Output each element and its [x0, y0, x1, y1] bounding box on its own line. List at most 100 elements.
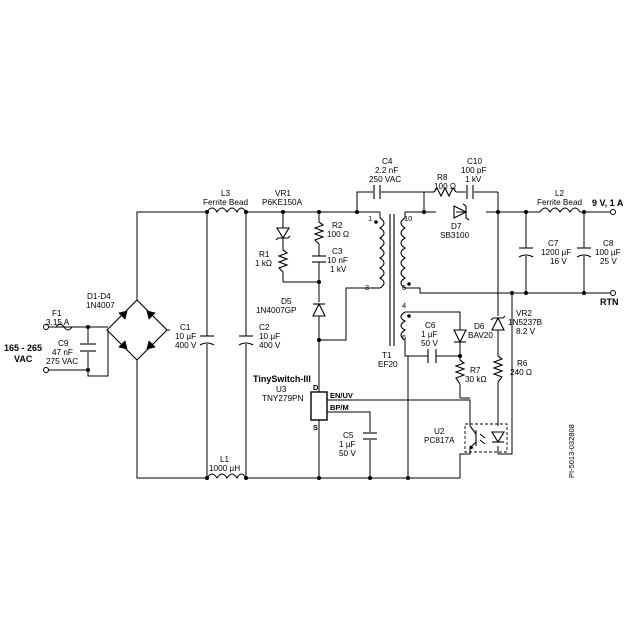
resistor-r2 — [313, 221, 325, 245]
u2-ref: U2 — [434, 427, 445, 436]
c4-ref: C4 — [382, 157, 393, 166]
input-voltage-unit: VAC — [14, 354, 33, 364]
zener-vr1 — [275, 227, 291, 241]
c6-value: 1 µF — [421, 330, 438, 339]
resistor-r1 — [277, 249, 289, 273]
pin-1: 1 — [368, 214, 372, 223]
l3-ref: L3 — [221, 189, 231, 198]
c7-ref: C7 — [548, 239, 559, 248]
c1-rating: 400 V — [175, 341, 197, 350]
c10-ref: C10 — [467, 157, 482, 166]
capacitor-c5 — [363, 432, 377, 440]
c4-value: 2.2 nF — [375, 166, 398, 175]
d1-d4-ref: D1-D4 — [87, 292, 111, 301]
c2-ref: C2 — [259, 323, 270, 332]
bridge-rectifier-d1-d4 — [106, 299, 170, 361]
inductor-l1 — [206, 473, 247, 480]
c6-ref: C6 — [425, 321, 436, 330]
d5-value: 1N4007GP — [256, 306, 297, 315]
d6-value: BAV20 — [468, 331, 493, 340]
c9-rating: 275 VAC — [46, 357, 78, 366]
capacitor-c6 — [427, 349, 437, 363]
u3-pin-d: D — [313, 383, 319, 392]
c9-value: 47 nF — [52, 348, 73, 357]
d7-ref: D7 — [451, 222, 462, 231]
fuse-f1 — [55, 323, 73, 331]
c4-rating: 250 VAC — [369, 175, 401, 184]
l2-value: Ferrite Bead — [537, 198, 582, 207]
f1-value: 3.15 A — [46, 318, 70, 327]
r8-ref: R8 — [437, 173, 448, 182]
u3-value: TNY279PN — [262, 394, 303, 403]
capacitor-c2 — [238, 335, 254, 346]
input-voltage-label: 165 - 265 — [4, 343, 42, 353]
vr1-ref: VR1 — [275, 189, 291, 198]
l1-ref: L1 — [220, 455, 230, 464]
c6-rating: 50 V — [421, 339, 438, 348]
ferrite-bead-l3 — [206, 207, 247, 214]
capacitor-c8 — [576, 247, 592, 258]
pin-5: 5 — [402, 333, 406, 342]
vr2-rating: 8.2 V — [516, 327, 536, 336]
c5-rating: 50 V — [339, 449, 356, 458]
optocoupler-u2 — [464, 423, 508, 453]
capacitor-c3 — [312, 255, 326, 263]
labels: 165 - 265 VAC F1 3.15 A C9 47 nF 275 VAC… — [4, 157, 624, 478]
pin-3: 3 — [365, 283, 369, 292]
d1-d4-value: 1N4007 — [86, 301, 115, 310]
u3-family: TinySwitch-III — [253, 374, 311, 384]
f1-ref: F1 — [52, 309, 62, 318]
capacitor-c9 — [80, 343, 96, 352]
d7-value: SB3100 — [440, 231, 470, 240]
figure-id: PI-5013-032808 — [567, 424, 576, 478]
u3-pin-s: S — [313, 423, 318, 432]
junction-dots — [86, 210, 586, 480]
t1-ref: T1 — [382, 351, 392, 360]
r1-ref: R1 — [259, 250, 270, 259]
t1-value: EF20 — [378, 360, 398, 369]
r6-value: 240 Ω — [510, 368, 532, 377]
l1-value: 1000 µH — [209, 464, 240, 473]
pin-6: 6 — [402, 283, 406, 292]
diode-d5 — [312, 302, 326, 317]
resistor-r8 — [433, 186, 457, 198]
zener-vr2 — [490, 315, 506, 331]
c8-value: 100 µF — [595, 248, 621, 257]
r8-value: 100 Ω — [434, 182, 456, 191]
c5-value: 1 µF — [339, 440, 356, 449]
c2-rating: 400 V — [259, 341, 281, 350]
c10-rating: 1 kV — [465, 175, 482, 184]
resistor-r7 — [454, 359, 466, 385]
c3-rating: 1 kV — [330, 265, 347, 274]
vr2-value: 1N5237B — [508, 318, 543, 327]
pin-4: 4 — [402, 301, 406, 310]
resistor-r6 — [492, 355, 504, 383]
capacitor-c10 — [466, 185, 474, 199]
r1-value: 1 kΩ — [255, 259, 272, 268]
c1-ref: C1 — [180, 323, 191, 332]
schottky-diode-d7 — [453, 203, 470, 221]
terminals — [43, 209, 616, 373]
capacitor-c7 — [518, 247, 534, 258]
c5-ref: C5 — [343, 431, 354, 440]
c9-ref: C9 — [58, 339, 69, 348]
r2-ref: R2 — [332, 221, 343, 230]
c7-value: 1200 µF — [541, 248, 571, 257]
ferrite-bead-l2 — [539, 207, 581, 214]
l3-value: Ferrite Bead — [203, 198, 248, 207]
r6-ref: R6 — [517, 359, 528, 368]
vr1-value: P6KE150A — [262, 198, 303, 207]
d6-ref: D6 — [474, 322, 485, 331]
r7-ref: R7 — [470, 366, 481, 375]
u3-ref: U3 — [276, 385, 287, 394]
u2-value: PC817A — [424, 436, 455, 445]
d5-ref: D5 — [281, 297, 292, 306]
ic-u3-tinyswitch — [310, 391, 328, 421]
output-return-label: RTN — [600, 297, 619, 307]
c3-value: 10 nF — [327, 256, 348, 265]
pin-10: 10 — [404, 214, 412, 223]
c8-ref: C8 — [603, 239, 614, 248]
vr2-ref: VR2 — [516, 309, 532, 318]
capacitor-c1 — [199, 335, 215, 346]
